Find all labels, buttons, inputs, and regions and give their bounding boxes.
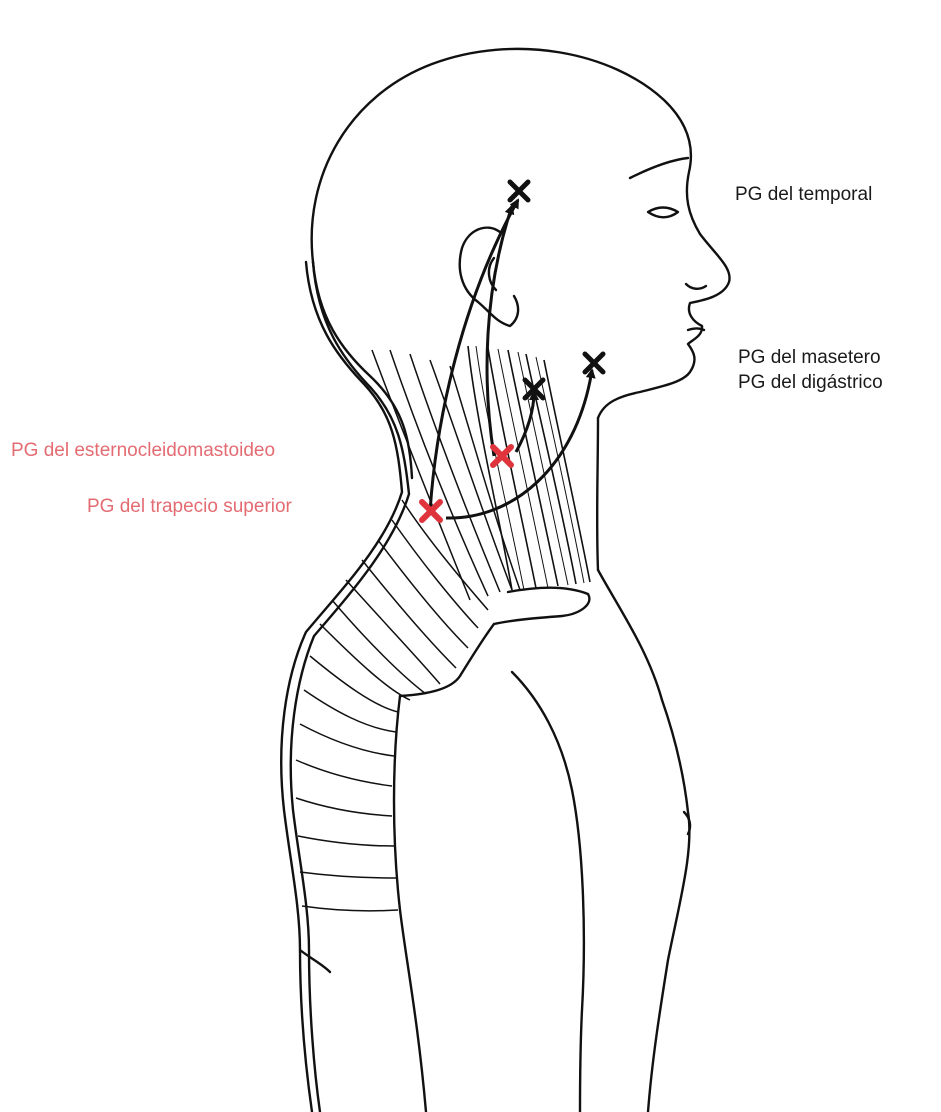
label-digastrico: PG del digástrico xyxy=(738,371,883,394)
label-masetero: PG del masetero xyxy=(738,346,881,369)
x-mark-icon xyxy=(585,354,603,372)
label-trapecio: PG del trapecio superior xyxy=(87,495,292,518)
label-temporal: PG del temporal xyxy=(735,183,872,206)
x-mark-icon xyxy=(510,182,528,200)
body-outline xyxy=(281,49,729,1112)
label-esternocleidomastoideo: PG del esternocleidomastoideo xyxy=(11,439,275,462)
trapezius-muscle xyxy=(296,350,520,911)
